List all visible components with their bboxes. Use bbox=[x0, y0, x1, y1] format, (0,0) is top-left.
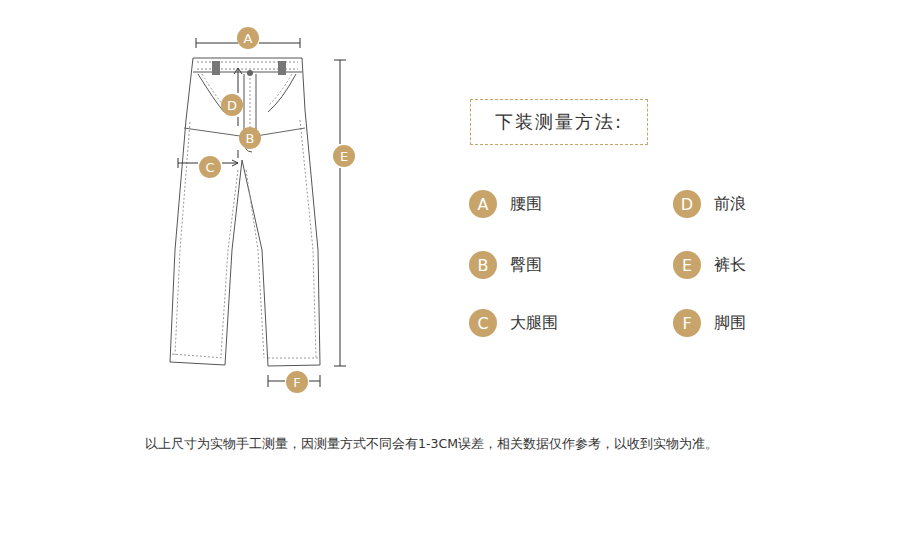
callout-circle: F脚围 bbox=[673, 309, 701, 337]
circle-shape: E bbox=[673, 251, 701, 279]
circle-shape: C bbox=[199, 156, 221, 178]
callout-letter: E bbox=[682, 256, 692, 275]
callout-circle: C大腿围 bbox=[469, 309, 497, 337]
callout-circle: A bbox=[237, 27, 259, 49]
circle-shape: A bbox=[237, 27, 259, 49]
measure-label: 裤长 bbox=[714, 255, 746, 276]
circle-shape: F bbox=[286, 371, 308, 393]
callout-circle: E裤长 bbox=[673, 251, 701, 279]
callout-letter: B bbox=[478, 256, 489, 275]
circle-shape: E bbox=[333, 145, 355, 167]
title-box: 下装测量方法: bbox=[470, 99, 648, 145]
measure-label: 腰围 bbox=[510, 194, 542, 215]
callout-letter: D bbox=[681, 195, 693, 214]
callout-circle: D bbox=[221, 94, 243, 116]
callout-circle: B bbox=[239, 127, 261, 149]
circle-shape: C bbox=[469, 309, 497, 337]
callout-letter: A bbox=[478, 195, 489, 214]
callout-letter: B bbox=[246, 131, 255, 146]
circle-shape: D bbox=[221, 94, 243, 116]
measure-label: 脚围 bbox=[714, 313, 746, 334]
callout-letter: F bbox=[682, 314, 691, 333]
callout-circle: C bbox=[199, 156, 221, 178]
callout-letter: D bbox=[227, 98, 237, 113]
circle-shape: D bbox=[673, 190, 701, 218]
callout-circle: A腰围 bbox=[469, 190, 497, 218]
measure-label: 前浪 bbox=[714, 194, 746, 215]
callout-letter: F bbox=[293, 375, 300, 390]
measure-label: 臀围 bbox=[510, 255, 542, 276]
callout-circle: F bbox=[286, 371, 308, 393]
circle-shape: A bbox=[469, 190, 497, 218]
circle-shape: B bbox=[469, 251, 497, 279]
callout-letter: E bbox=[340, 149, 348, 164]
callout-circle: D前浪 bbox=[673, 190, 701, 218]
footnote: 以上尺寸为实物手工测量，因测量方式不同会有1-3CM误差，相关数据仅作参考，以收… bbox=[145, 436, 718, 453]
circle-shape: B bbox=[239, 127, 261, 149]
callout-circle: E bbox=[333, 145, 355, 167]
measure-label: 大腿围 bbox=[510, 313, 558, 334]
circle-shape: F bbox=[673, 309, 701, 337]
callout-letter: C bbox=[205, 160, 214, 175]
callout-letter: A bbox=[244, 31, 253, 46]
callout-letter: C bbox=[477, 314, 488, 333]
title-text: 下装测量方法: bbox=[495, 110, 623, 134]
callout-circle: B臀围 bbox=[469, 251, 497, 279]
